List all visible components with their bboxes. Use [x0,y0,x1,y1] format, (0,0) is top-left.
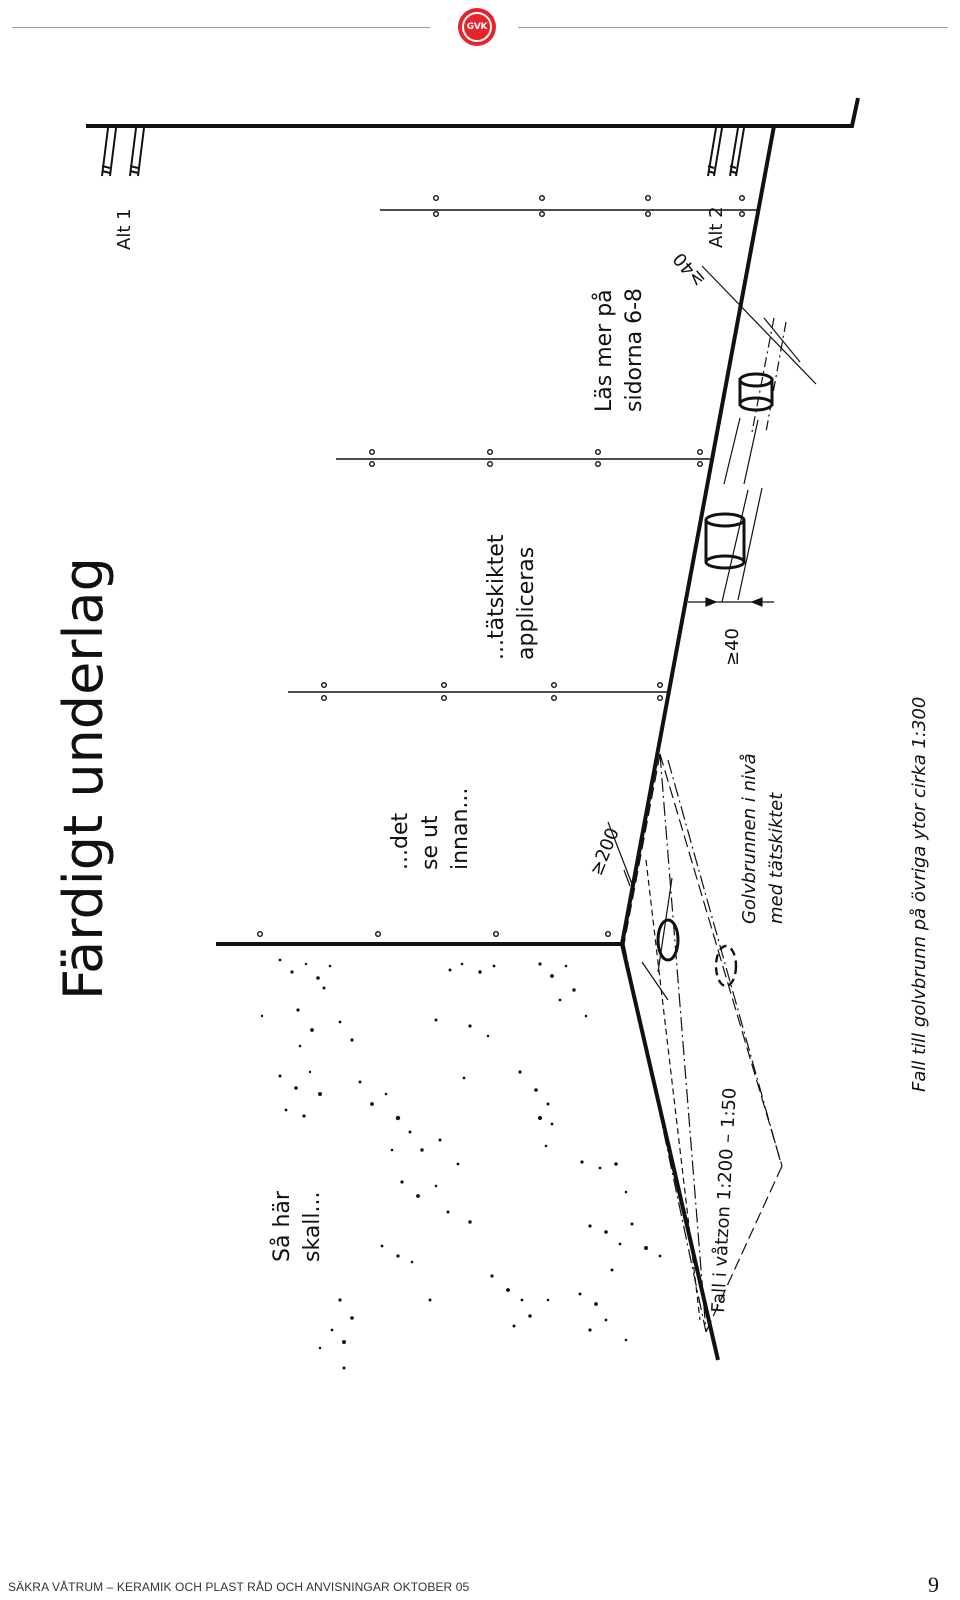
dim-40-b-line [701,265,817,385]
label-las-mer-line1: Läs mer på [592,289,617,412]
footer-text: SÄKRA VÅTRUM – KERAMIK OCH PLAST RÅD OCH… [8,1580,470,1594]
dim-40-a-line [688,597,774,607]
label-fall-ovriga: Fall till golvbrunn på övriga ytor cirka… [909,696,930,1092]
dim-200-line [607,821,633,887]
label-golvbrunnen-line2: med tätskiktet [766,792,787,924]
floor-contour [216,942,720,1361]
pipes-alt1 [101,127,145,177]
label-tatskiktet-line2: appliceras [514,546,539,660]
concrete-texture [260,958,662,1370]
wet-zone-lines [623,753,783,1333]
label-tatskiktet: ...tätskiktet appliceras [482,534,542,660]
label-las-mer: Läs mer på sidorna 6-8 [590,288,650,412]
label-det-line2: se ut [418,815,443,870]
label-tatskiktet-line1: ...tätskiktet [484,534,509,660]
label-sa-har-line2: skall... [300,1191,325,1262]
drain-cylinder-small [738,372,774,412]
label-golvbrunnen: Golvbrunnen i nivå med tätskiktet [736,753,790,924]
page-number: 9 [928,1572,939,1597]
drain-guides [721,317,787,603]
floor-slope-line [620,125,776,945]
label-alt1: Alt 1 [114,208,135,250]
label-dim-40-a: ≥40 [722,628,743,666]
label-golvbrunnen-line1: Golvbrunnen i nivå [739,753,760,924]
label-det-se-ut: ...det se ut innan... [386,788,476,870]
label-las-mer-line2: sidorna 6-8 [622,287,647,412]
page-title: Färdigt underlag [52,557,115,1000]
label-det-line1: ...det [388,812,413,870]
gvk-logo: GVK [458,8,496,46]
label-sa-har: Så här skall... [268,1191,328,1262]
gvk-logo-text: GVK [462,12,492,42]
layer-line-4-circles [257,931,612,938]
floor-drain-dashed [714,944,738,988]
layer-line-1 [380,194,758,217]
label-det-line3: innan... [448,787,473,870]
drain-cylinder-large [704,512,746,570]
header-rule-right [518,27,948,28]
floor-drain [656,918,680,962]
drain-cross-lines [641,877,673,1001]
label-sa-har-line1: Så här [270,1191,295,1262]
top-wall-line [86,97,860,128]
layer-line-3 [288,682,670,702]
layer-line-2 [336,449,710,468]
pipes-alt2 [707,127,745,177]
label-alt2: Alt 2 [706,206,727,248]
header-rule-left [12,27,430,28]
